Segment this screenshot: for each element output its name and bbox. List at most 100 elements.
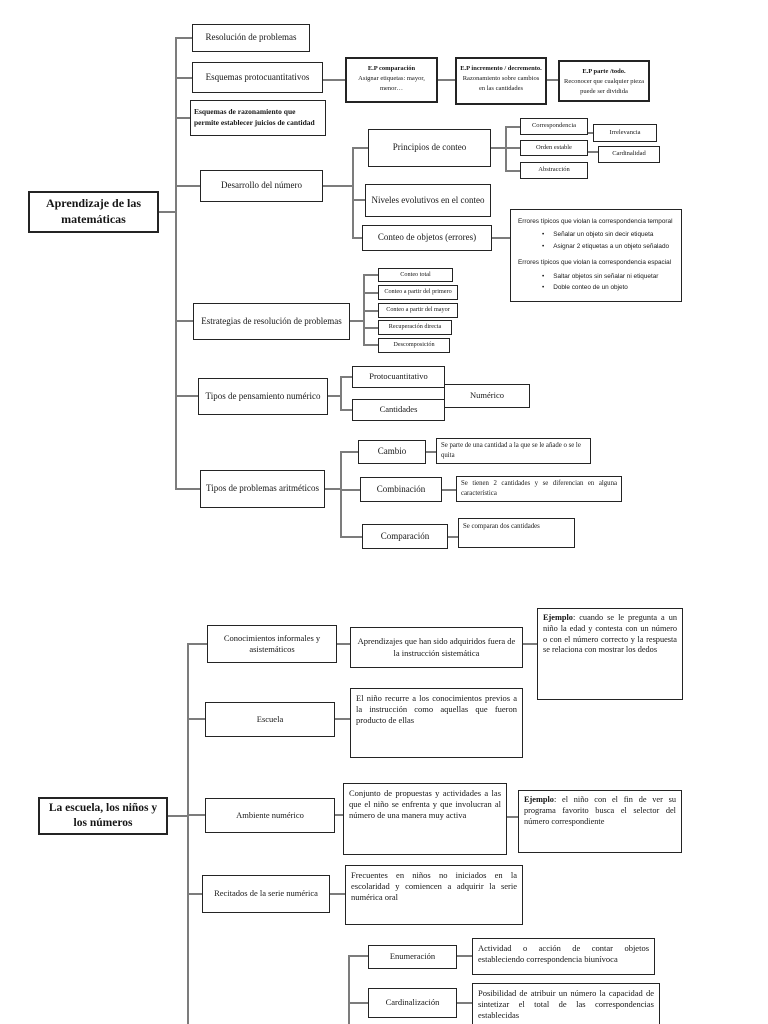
connector bbox=[328, 395, 340, 397]
connector bbox=[352, 147, 368, 149]
connector bbox=[340, 376, 352, 378]
connector bbox=[363, 344, 378, 346]
connector bbox=[340, 451, 342, 537]
connector bbox=[352, 237, 362, 239]
connector bbox=[175, 395, 198, 397]
connector bbox=[175, 37, 192, 39]
node-estrategias-resolucion: Estrategias de resolución de problemas bbox=[193, 303, 350, 340]
ep-title: E.P parte /todo. bbox=[582, 68, 626, 75]
node-irrelevancia: Irrelevancia bbox=[593, 124, 657, 142]
node-ambiente-numerico: Ambiente numérico bbox=[205, 798, 335, 833]
connector bbox=[340, 376, 342, 410]
connector bbox=[323, 79, 345, 81]
node-conteo-total: Conteo total bbox=[378, 268, 453, 282]
connector bbox=[340, 536, 362, 538]
node-enumeracion: Enumeración bbox=[368, 945, 457, 969]
connector bbox=[588, 151, 598, 153]
node-conocimientos-informales: Conocimientos informales y asistemáticos bbox=[207, 625, 337, 663]
connector bbox=[442, 489, 456, 491]
bullet-icon: • bbox=[542, 272, 545, 280]
ejemplo-text: : cuando se le pregunta a un niño la eda… bbox=[543, 613, 677, 655]
connector bbox=[547, 79, 558, 81]
node-combinacion: Combinación bbox=[360, 477, 442, 502]
connector bbox=[505, 170, 520, 172]
ejemplo-text: : el niño con el fin de ver su programa … bbox=[524, 795, 676, 826]
connector bbox=[187, 643, 207, 645]
node-recitados-serie: Recitados de la serie numérica bbox=[202, 875, 330, 913]
connector bbox=[352, 147, 354, 239]
connector bbox=[448, 536, 458, 538]
node-aprendizaje-matematicas: Aprendizaje de las matemáticas bbox=[28, 191, 159, 233]
ep-body: Reconocer que cualquier pieza puede ser … bbox=[564, 78, 644, 96]
node-escuela-desc: El niño recurre a los conocimientos prev… bbox=[350, 688, 523, 758]
connector bbox=[348, 1002, 368, 1004]
node-enumeracion-desc: Actividad o acción de contar objetos est… bbox=[472, 938, 655, 975]
connector bbox=[187, 643, 189, 1024]
error-item: Saltar objetos sin señalar ni etiquetar bbox=[553, 272, 659, 280]
connector bbox=[159, 211, 175, 213]
bullet-icon: • bbox=[542, 284, 545, 292]
connector bbox=[588, 132, 593, 134]
connector bbox=[363, 327, 378, 329]
connector bbox=[335, 814, 343, 816]
connector bbox=[340, 409, 352, 411]
node-principios-conteo: Principios de conteo bbox=[368, 129, 491, 167]
node-ejemplo-programa: Ejemplo: el niño con el fin de ver su pr… bbox=[518, 790, 682, 853]
errores-heading-temporal: Errores típicos que violan la correspond… bbox=[518, 218, 673, 225]
node-abstraccion: Abstracción bbox=[520, 162, 588, 179]
connector bbox=[348, 955, 350, 1024]
ep-title: E.P incremento / decremento. bbox=[460, 65, 542, 72]
connector bbox=[505, 126, 520, 128]
connector bbox=[352, 199, 365, 201]
ep-body: Asignar etiquetas: mayor, menor… bbox=[358, 75, 425, 93]
node-cardinalizacion: Cardinalización bbox=[368, 988, 457, 1018]
ep-title: E.P comparación bbox=[367, 65, 416, 72]
connector bbox=[492, 237, 510, 239]
connector bbox=[175, 320, 193, 322]
connector bbox=[363, 310, 378, 312]
connector bbox=[337, 643, 350, 645]
connector bbox=[175, 77, 192, 79]
connector bbox=[350, 320, 363, 322]
connector bbox=[340, 451, 358, 453]
connector bbox=[426, 451, 436, 453]
error-item: Asignar 2 etiquetas a un objeto señalado bbox=[553, 243, 670, 251]
connector bbox=[187, 893, 202, 895]
node-errores-tipicos: Errores típicos que violan la correspond… bbox=[510, 209, 682, 302]
node-recitados-desc: Frecuentes en niños no iniciados en la e… bbox=[345, 865, 523, 925]
connector bbox=[507, 816, 518, 818]
connector bbox=[438, 79, 455, 81]
connector bbox=[505, 126, 507, 172]
node-conocimientos-desc: Aprendizajes que han sido adquiridos fue… bbox=[350, 627, 523, 668]
node-resolucion-problemas: Resolución de problemas bbox=[192, 24, 310, 52]
error-item: Doble conteo de un objeto bbox=[553, 284, 628, 292]
node-comparacion: Comparación bbox=[362, 524, 448, 549]
node-correspondencia: Correspondencia bbox=[520, 118, 588, 135]
node-orden-estable: Orden estable bbox=[520, 140, 588, 156]
node-esquemas-razonamiento: Esquemas de razonamiento que permite est… bbox=[190, 100, 326, 136]
node-conteo-partir-mayor: Conteo a partir del mayor bbox=[378, 303, 458, 318]
connector bbox=[187, 814, 205, 816]
node-comparacion-desc: Se comparan dos cantidades bbox=[458, 518, 575, 548]
connector bbox=[335, 718, 350, 720]
node-numerico: Numérico bbox=[444, 384, 530, 408]
ejemplo-lead: Ejemplo bbox=[524, 795, 554, 804]
node-cardinalizacion-desc: Posibilidad de atribuir un número la cap… bbox=[472, 983, 660, 1024]
connector bbox=[505, 147, 520, 149]
connector bbox=[168, 815, 187, 817]
connector bbox=[175, 185, 200, 187]
connector bbox=[187, 718, 205, 720]
connector bbox=[363, 274, 378, 276]
node-combinacion-desc: Se tienen 2 cantidades y se diferencian … bbox=[456, 476, 622, 502]
node-ejemplo-edad: Ejemplo: cuando se le pregunta a un niño… bbox=[537, 608, 683, 700]
node-ep-incremento-decremento: E.P incremento / decremento. Razonamient… bbox=[455, 57, 547, 105]
node-cambio: Cambio bbox=[358, 440, 426, 464]
node-cambio-desc: Se parte de una cantidad a la que se le … bbox=[436, 438, 591, 464]
node-tipos-problemas: Tipos de problemas aritméticos bbox=[200, 470, 325, 508]
connector bbox=[457, 1002, 472, 1004]
connector bbox=[523, 643, 537, 645]
connector bbox=[340, 489, 360, 491]
node-conteo-objetos-errores: Conteo de objetos (errores) bbox=[362, 225, 492, 251]
node-esquemas-protocuantitativos: Esquemas protocuantitativos bbox=[192, 62, 323, 93]
